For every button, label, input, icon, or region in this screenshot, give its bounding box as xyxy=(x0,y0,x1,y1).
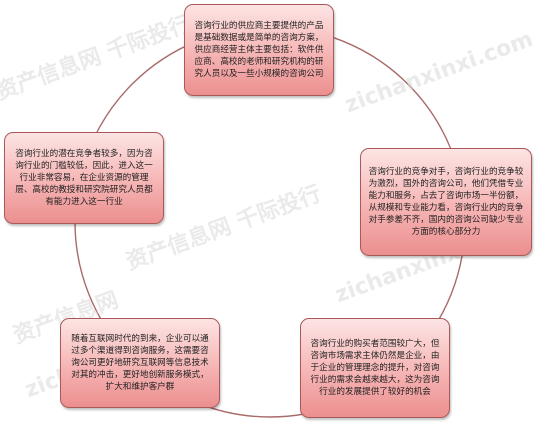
node-buyers-text: 咨询行业的购买者范围较广大，但咨询市场需求主体仍然是企业，由于企业的管理理念的提… xyxy=(310,339,440,397)
node-potential-entrants: 咨询行业的潜在竞争者较多，因为咨询行业的门槛较低，因此，进入这一行业非常容易，在… xyxy=(4,132,164,224)
node-substitutes: 随着互联网时代的到来，企业可以通过多个渠道得到咨询服务，这需要咨询公司更好地研究… xyxy=(60,318,220,408)
node-suppliers: 咨询行业的供应商主要提供的产品是基础数据或是简单的咨询方案，供应商经营主体主要包… xyxy=(184,4,334,96)
node-competitors-text: 咨询行业的竞争对手，咨询行业的竞争较为激烈，国外的咨询公司，他们凭借专业能力和服… xyxy=(368,167,524,237)
node-potential-entrants-text: 咨询行业的潜在竞争者较多，因为咨询行业的门槛较低，因此，进入这一行业非常容易，在… xyxy=(15,149,153,207)
node-substitutes-text: 随着互联网时代的到来，企业可以通过多个渠道得到咨询服务，这需要咨询公司更好地研究… xyxy=(71,334,209,392)
node-suppliers-text: 咨询行业的供应商主要提供的产品是基础数据或是简单的咨询方案，供应商经营主体主要包… xyxy=(194,21,324,79)
node-competitors: 咨询行业的竞争对手，咨询行业的竞争较为激烈，国外的咨询公司，他们凭借专业能力和服… xyxy=(360,148,532,256)
node-buyers: 咨询行业的购买者范围较广大，但咨询市场需求主体仍然是企业，由于企业的管理理念的提… xyxy=(300,318,450,418)
